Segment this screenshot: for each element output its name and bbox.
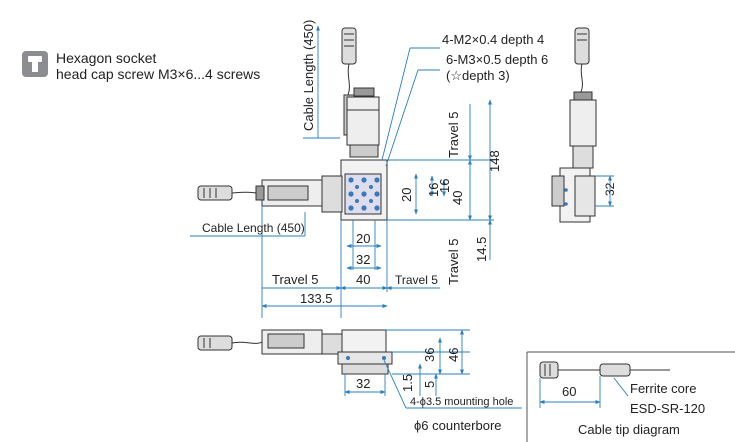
legend-line-1: Hexagon socket <box>56 50 157 66</box>
dim-148: 148 <box>487 150 502 172</box>
side-stage-base <box>341 363 389 375</box>
tap-label-2-note: (☆depth 3) <box>446 68 510 83</box>
legend-line-2: head cap screw M3×6...4 screws <box>56 66 261 82</box>
dim-16-b: 16 <box>437 179 452 193</box>
dim-16-a: 16 <box>426 183 441 197</box>
dim-46: 46 <box>446 348 461 362</box>
dim-32-horizontal: 32 <box>356 252 370 267</box>
dim-133-5: 133.5 <box>300 291 333 306</box>
cable-length-horizontal-label: Cable Length (450) <box>202 221 305 235</box>
tap-label-2: 6-M3×0.5 depth 6 <box>446 52 548 67</box>
hole-note: 4-ϕ3.5 mounting hole <box>410 396 513 408</box>
travel-vertical-upper: Travel 5 <box>446 112 461 158</box>
top-dimensions <box>190 25 494 318</box>
side-view <box>197 329 393 375</box>
horizontal-connector <box>197 185 233 201</box>
dim-40-horizontal: 40 <box>356 272 370 287</box>
side-connector <box>197 335 233 351</box>
counterbore-note: ϕ6 counterbore <box>414 418 502 433</box>
dim-1-5: 1.5 <box>400 374 415 392</box>
travel-horizontal-left: Travel 5 <box>272 272 318 287</box>
right-dimensions <box>595 175 614 207</box>
ferrite-core <box>599 363 631 377</box>
dim-20-vertical: 20 <box>399 188 414 202</box>
top-labels: Cable Length (450) Cable Length (450) 4-… <box>202 20 548 306</box>
hex-key-icon <box>22 51 48 77</box>
ferrite-core-label: Ferrite core <box>630 381 696 396</box>
dim-40-vertical: 40 <box>450 191 465 205</box>
vertical-cable <box>347 63 350 96</box>
dim-36: 36 <box>422 348 437 362</box>
top-view <box>197 27 388 221</box>
cable-tip-inset: 60 Ferrite core ESD-SR-120 Cable tip dia… <box>526 351 735 442</box>
right-dim-32: 32 <box>603 182 617 196</box>
ferrite-part-number: ESD-SR-120 <box>630 401 705 416</box>
side-stage-upper <box>341 329 387 353</box>
dim-5: 5 <box>422 381 437 388</box>
cable-tip-caption: Cable tip diagram <box>578 422 680 437</box>
dim-20-horizontal: 20 <box>356 231 370 246</box>
stage-holes <box>348 177 380 211</box>
vertical-motor <box>346 96 380 146</box>
dim-14-5: 14.5 <box>474 237 489 262</box>
cable-tip-dim-60: 60 <box>562 384 576 399</box>
travel-vertical-lower: Travel 5 <box>446 239 461 285</box>
side-dimensions <box>344 329 522 409</box>
cable-length-vertical-label: Cable Length (450) <box>301 20 316 131</box>
side-dim-32: 32 <box>356 376 370 391</box>
travel-horizontal-right: Travel 5 <box>395 273 438 287</box>
side-labels: 36 46 1.5 5 32 4-ϕ3.5 mounting hole ϕ6 c… <box>356 348 513 433</box>
right-view <box>551 27 597 223</box>
tap-label-1: 4-M2×0.4 depth 4 <box>442 32 544 47</box>
